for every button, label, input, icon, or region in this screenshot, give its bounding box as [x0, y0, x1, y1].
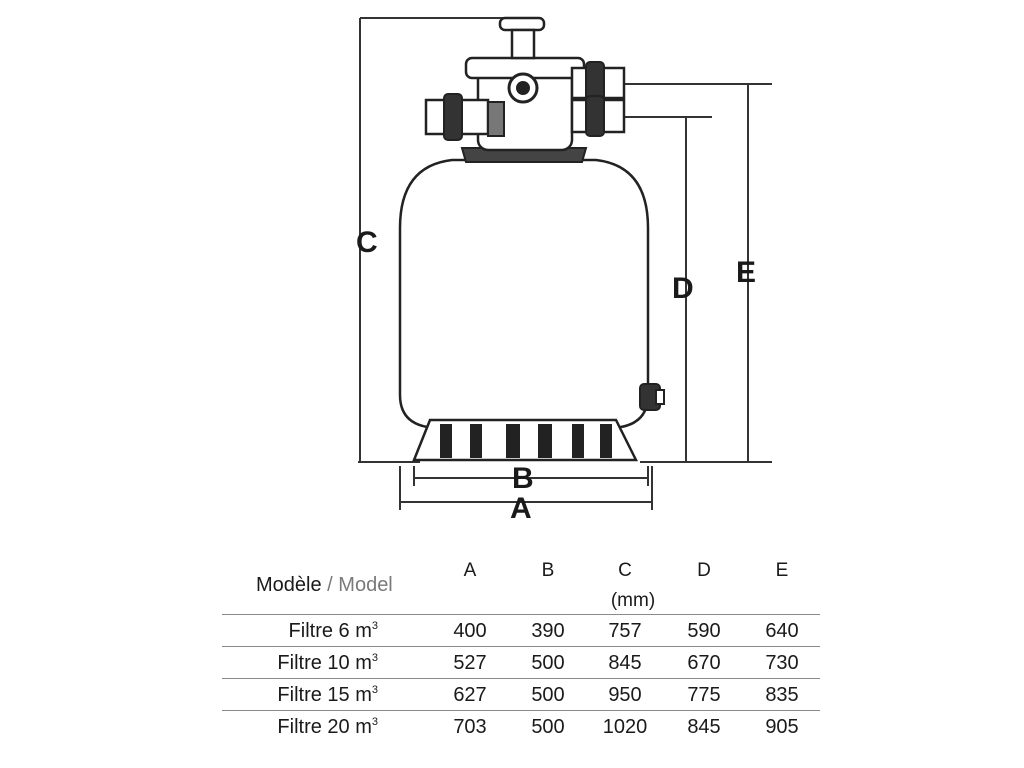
dimension-label-a: A	[510, 492, 532, 525]
value-e: 730	[765, 652, 799, 674]
left-port	[424, 93, 505, 141]
table-row: Filtre 15 m3 627 500 950 775 835	[222, 679, 820, 711]
value-b: 500	[531, 652, 565, 674]
unit-label: (mm)	[610, 590, 656, 611]
value-d: 670	[687, 652, 721, 674]
value-b: 390	[531, 620, 565, 642]
value-c: 845	[608, 652, 642, 674]
model-name: Filtre 20 m3	[277, 716, 378, 738]
table-row: Filtre 10 m3 527 500 845 670 730	[222, 647, 820, 679]
filter-dimension-diagram: C D E B A	[356, 16, 772, 525]
dimension-label-d: D	[672, 272, 694, 305]
value-c: 757	[608, 620, 642, 642]
table-row: Filtre 6 m3 400 390 757 590 640	[222, 615, 820, 647]
value-d: 590	[687, 620, 721, 642]
value-d: 845	[687, 716, 721, 738]
drain-plug	[639, 383, 665, 411]
model-name: Filtre 15 m3	[277, 684, 378, 706]
dimension-lines	[358, 17, 772, 510]
table-row: Filtre 20 m3 703 500 1020 845 905	[222, 711, 820, 742]
model-name: Filtre 10 m3	[277, 652, 378, 674]
dimension-label-e: E	[736, 256, 756, 289]
value-a: 527	[453, 652, 487, 674]
model-column-header: Modèle / Model	[256, 574, 393, 596]
dimension-label-b: B	[512, 462, 534, 495]
column-header-e: E	[775, 560, 789, 581]
tank-body	[398, 158, 650, 430]
column-header-b: B	[541, 560, 555, 581]
right-ports	[570, 61, 626, 137]
value-d: 775	[687, 684, 721, 706]
value-c: 1020	[602, 716, 648, 738]
model-name: Filtre 6 m3	[288, 620, 378, 642]
value-e: 905	[765, 716, 799, 738]
value-a: 400	[453, 620, 487, 642]
tank-base	[412, 418, 639, 462]
dimension-label-c: C	[356, 226, 378, 259]
dimensions-table: Modèle / Model A B C D E (mm) Filtre 6 m…	[222, 556, 820, 742]
valve-handle	[498, 16, 546, 32]
column-header-a: A	[463, 560, 477, 581]
value-e: 640	[765, 620, 799, 642]
column-header-d: D	[697, 560, 711, 581]
value-c: 950	[608, 684, 642, 706]
value-b: 500	[531, 716, 565, 738]
value-a: 703	[453, 716, 487, 738]
value-b: 500	[531, 684, 565, 706]
value-a: 627	[453, 684, 487, 706]
column-header-c: C	[618, 560, 632, 581]
value-e: 835	[765, 684, 799, 706]
table-header: Modèle / Model A B C D E (mm)	[222, 556, 820, 615]
